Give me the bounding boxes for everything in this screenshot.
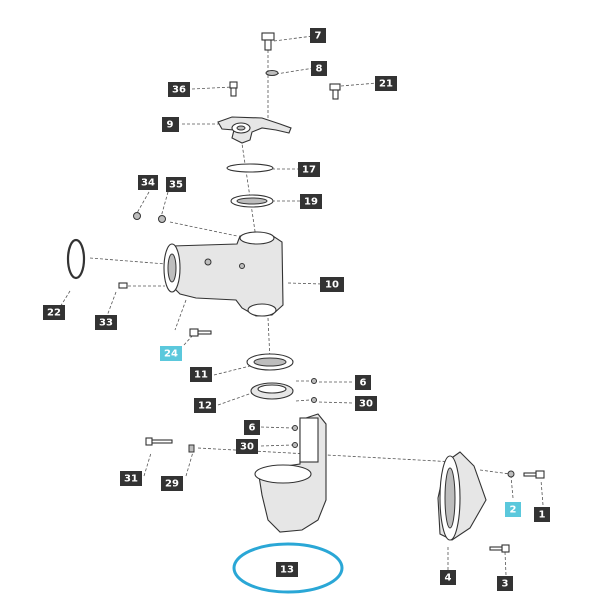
part-8-washer — [265, 70, 279, 76]
label-34: 34 — [138, 175, 158, 190]
part-11-seal — [246, 353, 294, 371]
part-21-bolt — [329, 83, 341, 100]
label-19: 19 — [300, 194, 322, 209]
svg-text:13: 13 — [280, 565, 294, 576]
part-29-nut — [188, 444, 195, 453]
svg-text:8: 8 — [316, 64, 323, 75]
svg-text:19: 19 — [304, 197, 318, 208]
label-35: 35 — [166, 177, 186, 192]
part-30-washer-center — [292, 442, 298, 448]
svg-text:30: 30 — [359, 399, 373, 410]
label-30-center: 30 — [236, 439, 258, 454]
label-33: 33 — [95, 315, 117, 330]
svg-text:33: 33 — [99, 318, 113, 329]
svg-text:36: 36 — [172, 85, 186, 96]
label-36: 36 — [168, 82, 190, 97]
label-1: 1 — [534, 507, 550, 522]
label-4: 4 — [440, 570, 456, 585]
part-10-housing — [163, 231, 284, 317]
svg-text:2: 2 — [510, 505, 517, 516]
label-22: 22 — [43, 305, 65, 320]
part-19-seal — [230, 194, 274, 208]
svg-text:10: 10 — [325, 280, 339, 291]
part-31-bolt — [145, 437, 173, 446]
svg-text:17: 17 — [302, 165, 316, 176]
svg-text:22: 22 — [47, 308, 61, 319]
part-6-washer — [311, 378, 317, 384]
svg-text:4: 4 — [445, 573, 452, 584]
part-34-plug — [133, 212, 141, 220]
label-24: 24 — [160, 346, 182, 361]
svg-text:6: 6 — [360, 378, 367, 389]
label-6-right: 6 — [355, 375, 371, 390]
part-6-washer-center — [292, 425, 298, 431]
label-17: 17 — [298, 162, 320, 177]
part-4-guard — [437, 451, 487, 541]
svg-text:3: 3 — [502, 579, 509, 590]
part-1-bolt — [523, 470, 545, 479]
label-31: 31 — [120, 471, 142, 486]
part-3-bolt — [489, 544, 510, 553]
label-10: 10 — [320, 277, 344, 292]
part-24-bolt — [189, 328, 212, 337]
svg-text:6: 6 — [249, 423, 256, 434]
highlight-ring — [232, 542, 344, 594]
label-8: 8 — [311, 61, 327, 76]
svg-text:11: 11 — [194, 370, 208, 381]
part-12-bearing — [250, 382, 294, 400]
part-2-washer — [507, 470, 515, 478]
label-29: 29 — [161, 476, 183, 491]
label-3: 3 — [497, 576, 513, 591]
part-13-gear-housing — [254, 413, 327, 533]
label-6-center: 6 — [244, 420, 260, 435]
part-35-plug — [158, 215, 166, 223]
svg-text:9: 9 — [167, 120, 174, 131]
svg-text:12: 12 — [198, 401, 212, 412]
label-11: 11 — [190, 367, 212, 382]
part-22-o-ring — [66, 238, 86, 280]
part-33-pin — [118, 282, 128, 289]
svg-text:1: 1 — [539, 510, 546, 521]
label-13: 13 — [276, 562, 298, 577]
svg-text:31: 31 — [124, 474, 138, 485]
part-17-o-ring — [226, 163, 274, 173]
part-7-bolt — [261, 32, 275, 51]
svg-text:7: 7 — [315, 31, 322, 42]
label-21: 21 — [375, 76, 397, 91]
label-30-right: 30 — [355, 396, 377, 411]
part-9-lever — [217, 116, 292, 144]
svg-text:30: 30 — [240, 442, 254, 453]
svg-text:24: 24 — [164, 349, 178, 360]
part-30-washer — [311, 397, 317, 403]
svg-text:21: 21 — [379, 79, 393, 90]
svg-text:35: 35 — [169, 180, 183, 191]
svg-text:29: 29 — [165, 479, 179, 490]
label-7: 7 — [310, 28, 326, 43]
label-2: 2 — [505, 502, 521, 517]
label-9: 9 — [162, 117, 179, 132]
svg-text:34: 34 — [141, 178, 155, 189]
part-36-pin — [229, 81, 238, 97]
label-12: 12 — [194, 398, 216, 413]
